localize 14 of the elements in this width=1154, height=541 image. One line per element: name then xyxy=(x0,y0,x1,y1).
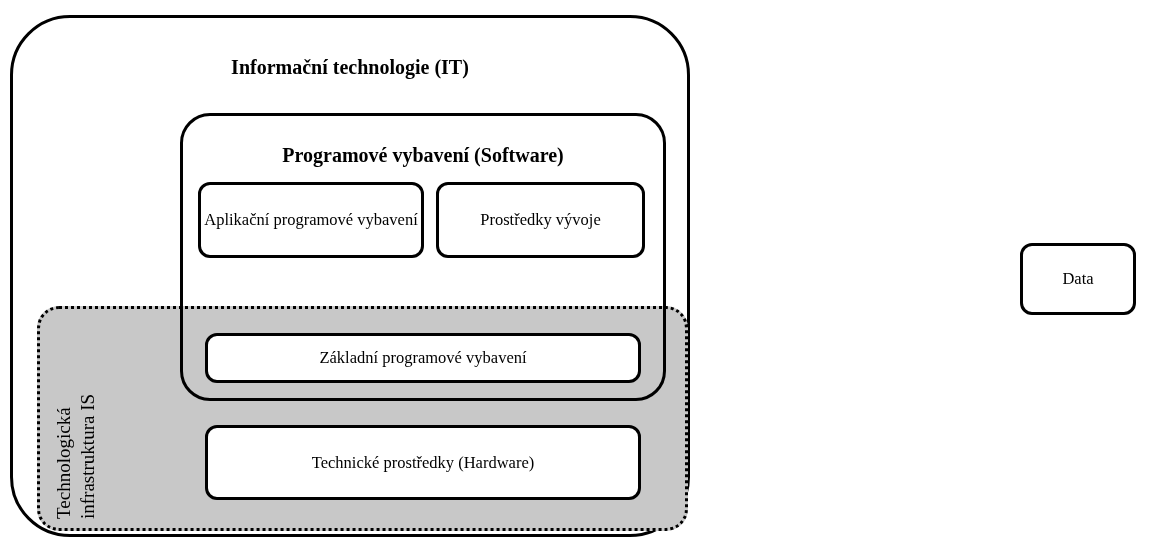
process-box xyxy=(205,333,641,383)
box-label: Aplikační programové vybavení xyxy=(203,210,419,230)
vertical-label: Technologická infrastruktura IS xyxy=(52,392,99,519)
box-label: Prostředky vývoje xyxy=(479,210,602,230)
process-box xyxy=(205,425,641,500)
group-heading: Informační technologie (IT) xyxy=(231,56,469,78)
process-box xyxy=(198,182,424,258)
box-label: Technické prostředky (Hardware) xyxy=(310,452,536,473)
group-heading: Programové vybavení (Software) xyxy=(282,144,564,166)
process-box xyxy=(1020,243,1136,315)
process-box xyxy=(436,182,645,258)
box-label: Data xyxy=(1061,269,1095,289)
group-box xyxy=(180,113,666,401)
box-label: Základní programové vybavení xyxy=(318,348,528,368)
